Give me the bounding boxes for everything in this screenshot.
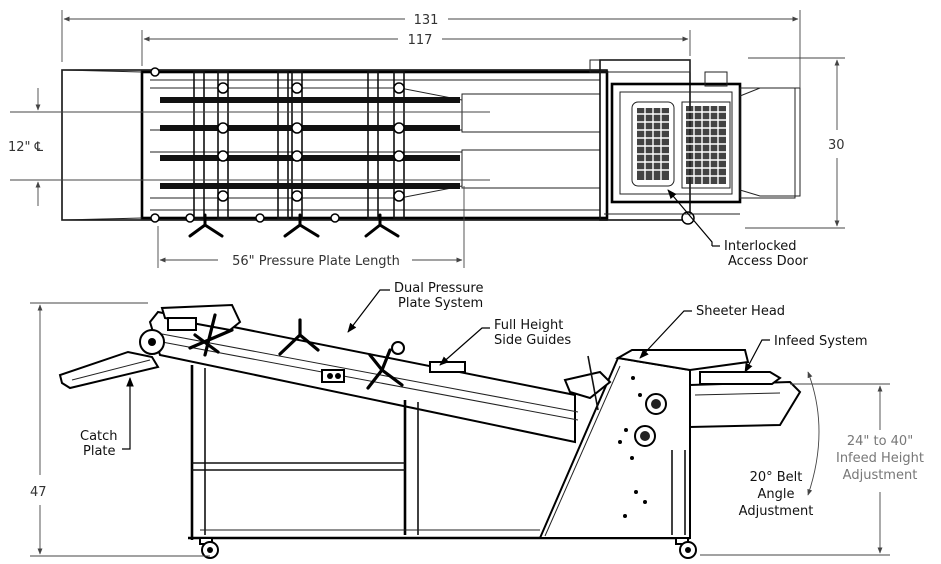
- dim-frame-length: 117: [408, 33, 433, 48]
- callout-full-height-side-guides-line1: Full Height: [494, 318, 563, 333]
- callout-belt-angle-line2: Angle: [758, 487, 795, 502]
- callout-infeed-height-line1: 24" to 40": [847, 434, 913, 449]
- callout-interlocked-access-door-line1: Interlocked: [724, 239, 797, 254]
- dim-pressure-plate-length: 56" Pressure Plate Length: [232, 254, 400, 269]
- callout-interlocked-access-door-line2: Access Door: [728, 254, 809, 269]
- side-dimensions: 47: [30, 302, 890, 557]
- callout-dual-pressure-plate-line2: Plate System: [398, 296, 483, 311]
- callouts: Interlocked Access Door Dual Pressure Pl…: [80, 189, 924, 519]
- dim-overall-length: 131: [414, 13, 439, 28]
- dim-height: 47: [30, 485, 47, 500]
- dim-width: 30: [828, 138, 845, 153]
- callout-infeed-height-line3: Adjustment: [843, 468, 918, 483]
- callout-belt-angle-line1: 20° Belt: [750, 470, 803, 485]
- callout-infeed-system: Infeed System: [774, 334, 868, 349]
- dim-centerline-spacing: 12" ℄: [8, 140, 44, 155]
- top-view: [61, 59, 801, 238]
- callout-catch-plate-line2: Plate: [83, 444, 116, 459]
- side-view: [58, 303, 802, 559]
- callout-sheeter-head: Sheeter Head: [696, 304, 785, 319]
- callout-infeed-height-line2: Infeed Height: [836, 451, 924, 466]
- callout-dual-pressure-plate-line1: Dual Pressure: [394, 281, 483, 296]
- callout-catch-plate-line1: Catch: [80, 429, 118, 444]
- callout-belt-angle-line3: Adjustment: [739, 504, 814, 519]
- callout-full-height-side-guides-line2: Side Guides: [494, 333, 571, 348]
- top-dimensions: 131 117 30 12" ℄ 56" Pressure Plate Leng…: [8, 10, 845, 269]
